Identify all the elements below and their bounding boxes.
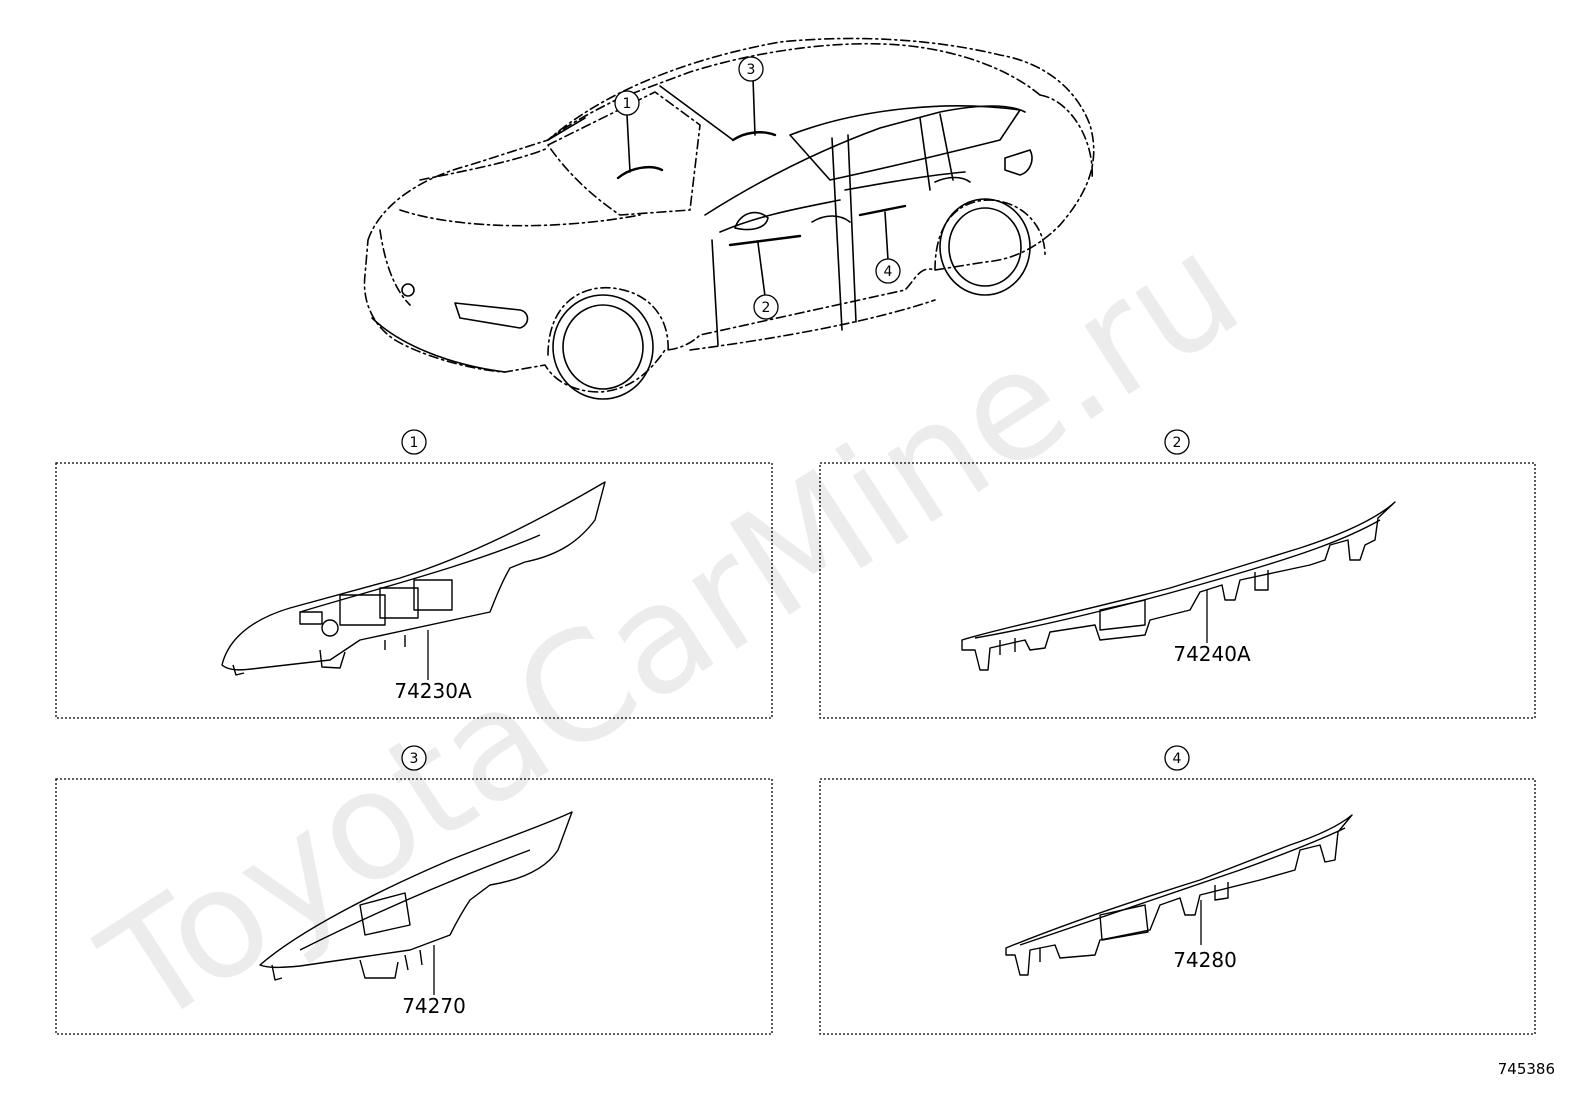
part-number-74270: 74270 [402,994,466,1018]
part-number-74230A: 74230A [394,679,472,703]
panel-4-callout: 4 [1164,745,1190,771]
car-callout-2: 2 [753,294,779,320]
svg-text:2: 2 [1173,435,1182,451]
panel-4-frame [819,778,1536,1035]
car-callout-3: 3 [738,56,764,82]
svg-text:4: 4 [884,264,893,280]
panel-2-frame [819,462,1536,719]
part-74280-drawing [1005,814,1353,976]
part-number-74240A: 74240A [1173,642,1251,666]
figure-number: 745386 [1498,1060,1555,1078]
part-74240A-drawing [961,501,1396,671]
svg-text:1: 1 [623,96,632,112]
svg-text:1: 1 [410,435,419,451]
panel-1-callout: 1 [401,429,427,455]
panel-3-callout: 3 [401,745,427,771]
car-illustration [363,37,1095,400]
svg-text:3: 3 [747,62,756,78]
car-callout-4: 4 [875,258,901,284]
part-74230A-drawing [221,481,606,676]
svg-text:3: 3 [410,751,419,767]
part-74270-drawing [259,811,573,981]
watermark: ToyotaCarMine.ru [74,201,1269,1061]
panel-3-frame [55,778,773,1035]
svg-text:2: 2 [762,300,771,316]
part-number-74280: 74280 [1173,948,1237,972]
panel-2-callout: 2 [1164,429,1190,455]
svg-text:4: 4 [1173,751,1182,767]
car-callout-1: 1 [614,90,640,116]
panel-1-frame [55,462,773,719]
